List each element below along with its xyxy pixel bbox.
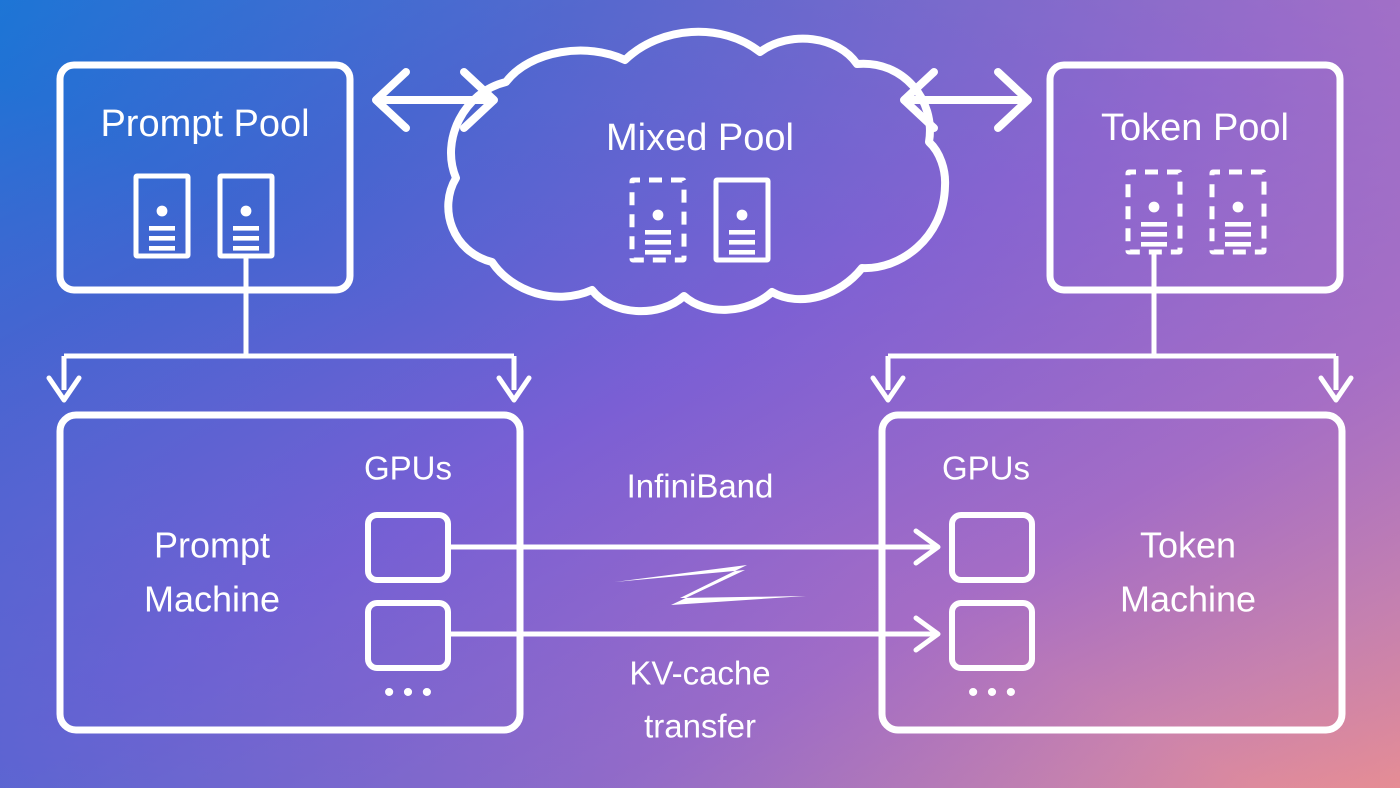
prompt-gpu-1[interactable]	[365, 512, 451, 583]
token-pool-box[interactable]	[1046, 61, 1344, 294]
token-pool-group[interactable]: Token Pool	[1046, 61, 1344, 294]
mixed-pool-group[interactable]: Mixed Pool	[444, 27, 950, 316]
prompt-pool-label: Prompt Pool	[100, 103, 309, 145]
token-machine-group[interactable]: Token Machine GPUs • • •	[878, 411, 1346, 734]
flow-prompt-pool-to-machine	[46, 256, 532, 403]
interconnect-group: InfiniBand KV-cache transfer	[450, 468, 941, 745]
prompt-gpu-ellipsis: • • •	[384, 676, 432, 709]
prompt-pool-group[interactable]: Prompt Pool	[56, 61, 354, 294]
token-machine-box[interactable]	[878, 411, 1346, 734]
prompt-machine-box[interactable]	[56, 411, 524, 734]
mixed-pool-label: Mixed Pool	[606, 117, 794, 159]
token-machine-label-line2: Machine	[1120, 579, 1256, 620]
token-gpu-1[interactable]	[949, 512, 1035, 583]
arrow-mixed-pool-token-pool	[900, 68, 1032, 132]
prompt-gpu-2[interactable]	[365, 600, 451, 671]
prompt-machine-group[interactable]: Prompt Machine GPUs • • •	[56, 411, 524, 734]
cloud-shape[interactable]	[444, 27, 950, 316]
prompt-machine-gpus-label: GPUs	[364, 450, 452, 487]
token-gpu-2[interactable]	[949, 600, 1035, 671]
token-machine-label-line1: Token	[1140, 525, 1236, 566]
kv-transfer-arrow-top	[450, 528, 941, 566]
prompt-machine-label-line2: Machine	[144, 579, 280, 620]
prompt-machine-label-line1: Prompt	[154, 525, 270, 566]
token-pool-label: Token Pool	[1101, 107, 1289, 149]
token-machine-gpus-label: GPUs	[942, 450, 1030, 487]
lightning-bolt-icon	[615, 565, 806, 605]
flow-token-pool-to-machine	[870, 252, 1354, 403]
kv-transfer-arrow-bottom	[450, 615, 941, 653]
token-gpu-ellipsis: • • •	[968, 676, 1016, 709]
kv-cache-label-line1: KV-cache	[629, 655, 770, 692]
kv-cache-label-line2: transfer	[644, 708, 756, 745]
infiniband-label: InfiniBand	[627, 468, 774, 505]
arrow-prompt-pool-mixed-pool	[372, 68, 498, 132]
prompt-pool-box[interactable]	[56, 61, 354, 294]
